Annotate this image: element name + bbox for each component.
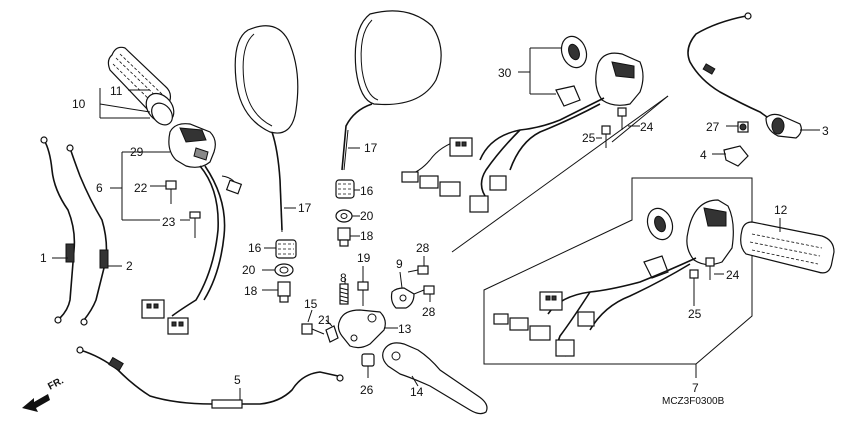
screw-27 (737, 121, 749, 133)
callout-15: 15 (304, 297, 318, 311)
callout-20-left: 20 (242, 263, 256, 277)
front-direction-arrow (22, 394, 50, 412)
callout-2: 2 (126, 259, 133, 273)
adapter-18-right (337, 227, 351, 247)
throttle-grip (107, 46, 175, 126)
callout-16-right: 16 (360, 184, 374, 198)
callout-21: 21 (318, 313, 332, 327)
spring-8 (339, 283, 349, 305)
front-label: FR. (46, 375, 66, 392)
callout-27: 27 (706, 120, 720, 134)
clip-4 (723, 145, 749, 167)
callout-1: 1 (40, 251, 47, 265)
callout-28-a: 28 (416, 241, 430, 255)
clutch-cable-5 (76, 346, 344, 409)
callout-23: 23 (162, 215, 176, 229)
figure-code: MCZ3F0300B (662, 396, 725, 407)
callout-5: 5 (234, 373, 241, 387)
rubber-boot-16-left (275, 239, 297, 259)
callout-8: 8 (340, 271, 347, 285)
callout-14: 14 (410, 385, 424, 399)
callout-16-left: 16 (248, 241, 262, 255)
callout-10: 10 (72, 97, 86, 111)
nut-20-left (274, 263, 294, 277)
bracket-13 (337, 309, 386, 349)
callout-18-right: 18 (360, 229, 374, 243)
callout-13: 13 (398, 322, 412, 336)
screw-23 (180, 211, 201, 238)
callout-26: 26 (360, 383, 374, 397)
right-switch-housing (141, 123, 243, 335)
switch-21 (325, 325, 339, 343)
callout-28-b: 28 (422, 305, 436, 319)
callout-12: 12 (774, 203, 788, 217)
screw-15 (301, 323, 325, 335)
screw-24-upper (617, 107, 627, 130)
callout-4: 4 (700, 148, 707, 162)
callout-7: 7 (692, 381, 699, 395)
callout-19: 19 (357, 251, 371, 265)
callout-25-lower: 25 (688, 307, 702, 321)
nut-26 (361, 353, 375, 367)
bolt-28-a (407, 265, 429, 275)
left-grip-12 (740, 221, 835, 274)
choke-cable-3 (687, 12, 802, 139)
holder-9 (390, 287, 415, 309)
callout-17-left: 17 (298, 201, 312, 215)
callout-17-right: 17 (364, 141, 378, 155)
callout-30: 30 (498, 66, 512, 80)
callout-18-left: 18 (244, 284, 258, 298)
nut-20-right (335, 209, 353, 223)
clutch-lever-14 (382, 342, 488, 415)
throttle-cable-1 (40, 136, 76, 324)
bolt-19 (357, 281, 369, 306)
boxed-assembly-7 (483, 177, 753, 365)
switch-housing-upper (401, 35, 644, 213)
callout-3: 3 (822, 124, 829, 138)
screw-24-lower (705, 257, 715, 280)
callout-24-lower: 24 (726, 268, 740, 282)
callout-9: 9 (396, 257, 403, 271)
rubber-boot-16-right (335, 179, 355, 199)
callout-11: 11 (110, 84, 123, 98)
callout-25-upper: 25 (582, 131, 596, 145)
screw-25-upper (601, 125, 611, 148)
throttle-cable-2 (66, 144, 109, 326)
mirror-right (341, 10, 442, 171)
callout-24-upper: 24 (640, 120, 654, 134)
screw-22 (165, 180, 177, 204)
bolt-28-b (413, 285, 435, 295)
callout-22: 22 (134, 181, 148, 195)
callout-6: 6 (96, 181, 103, 195)
adapter-18-left (277, 281, 291, 303)
switch-housing-lower (493, 199, 734, 357)
mirror-left (234, 25, 299, 233)
callout-20-right: 20 (360, 209, 374, 223)
screw-25-lower (689, 269, 699, 300)
callout-29: 29 (130, 145, 144, 159)
